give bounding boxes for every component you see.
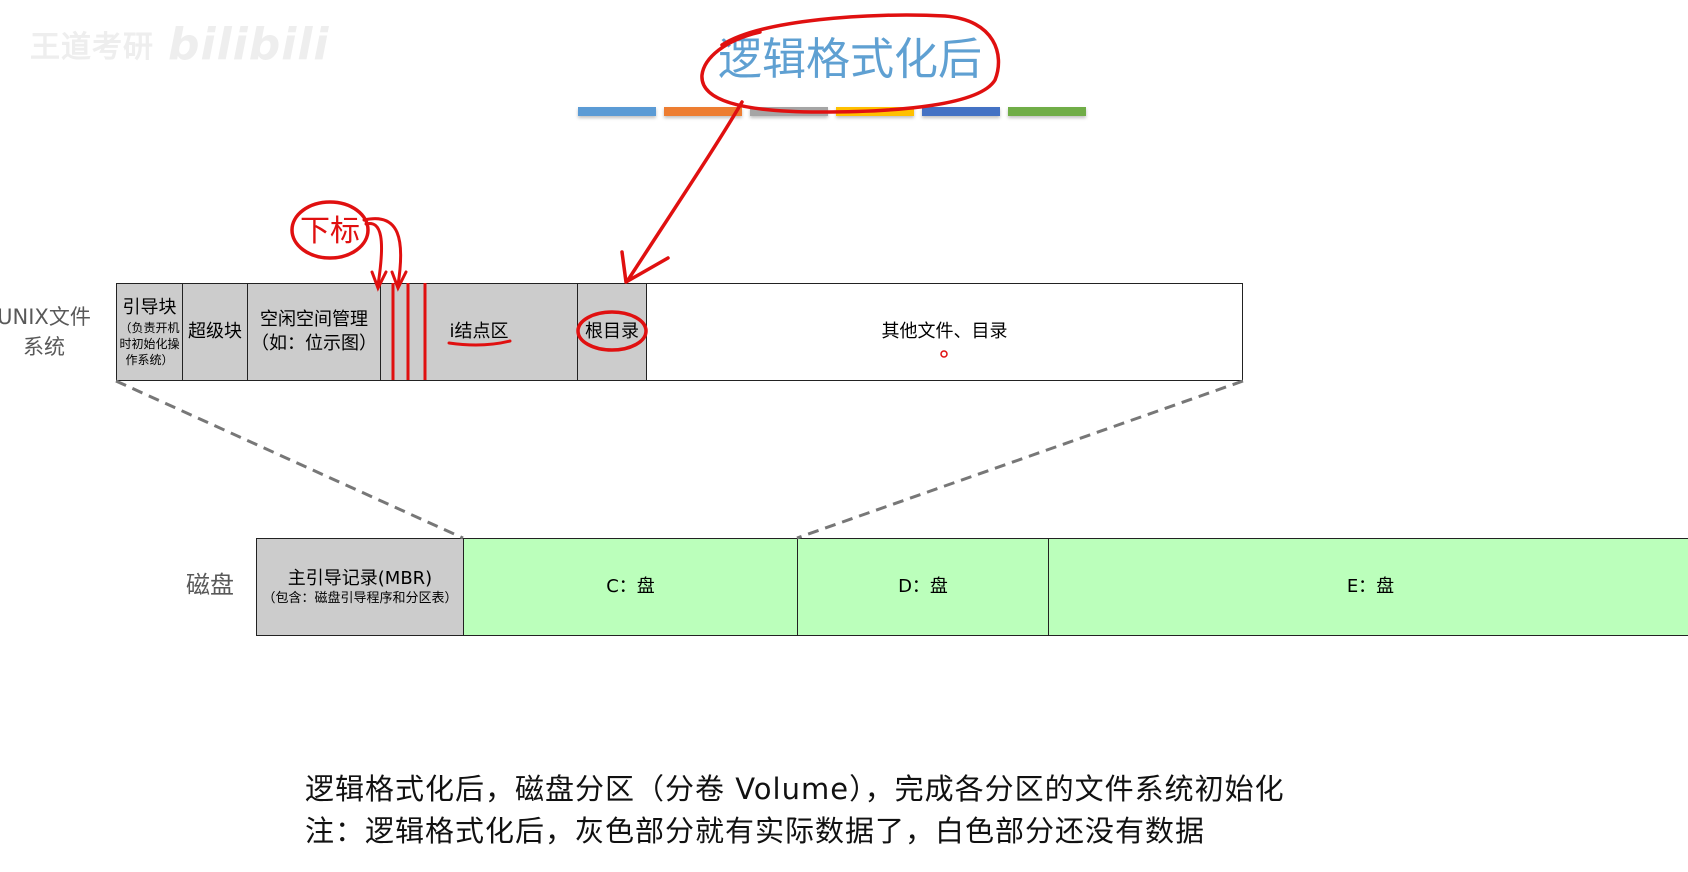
note-line-2: 注：逻辑格式化后，灰色部分就有实际数据了，白色部分还没有数据 (305, 814, 1206, 848)
partition-d-label: D：盘 (898, 576, 948, 597)
free-space-example: （如：位示图） (251, 333, 377, 354)
free-space-management-block: 空闲空间管理 （如：位示图） (247, 283, 381, 381)
boot-block-desc-3: 作系统） (125, 353, 174, 367)
watermark: 王道考研 bilibili (30, 14, 350, 74)
root-directory: 根目录 (577, 283, 647, 381)
boot-block-title: 引导块 (122, 297, 177, 318)
other-files-label: 其他文件、目录 (881, 321, 1008, 342)
partition-c-label: C：盘 (606, 576, 655, 597)
mbr-title: 主引导记录(MBR) (287, 568, 433, 589)
note-arrow-2 (362, 217, 403, 287)
boot-block-desc-2: 时初始化操 (119, 337, 180, 351)
title-arrow-line (626, 100, 744, 282)
mbr-block: 主引导记录(MBR) （包含：磁盘引导程序和分区表） (256, 538, 464, 636)
note-circle (290, 200, 370, 260)
other-files-directories: 其他文件、目录 (646, 283, 1243, 381)
color-bar-segment (1008, 107, 1086, 116)
connector-left (115, 379, 464, 540)
bilibili-logo: bilibili (168, 18, 330, 70)
partition-d: D：盘 (797, 538, 1049, 636)
boot-block-desc-1: （负责开机 (119, 321, 180, 335)
root-directory-label: 根目录 (585, 321, 639, 342)
disk-row-label: 磁盘 (186, 571, 234, 599)
unix-label-line2: 系统 (23, 335, 65, 359)
inode-area-label: i结点区 (449, 321, 509, 342)
color-bar-segment (578, 107, 656, 116)
unix-row-label: UNIX文件 系统 (0, 302, 96, 362)
super-block: 超级块 (182, 283, 248, 381)
connector-right (796, 379, 1244, 540)
free-space-title: 空闲空间管理 (260, 309, 368, 330)
note-line-1: 逻辑格式化后，磁盘分区（分卷 Volume），完成各分区的文件系统初始化 (305, 772, 1285, 806)
watermark-author: 王道考研 (30, 30, 154, 65)
unix-label-line1: UNIX文件 (0, 305, 91, 329)
partition-c: C：盘 (463, 538, 798, 636)
partition-e: E：盘 (1048, 538, 1688, 636)
super-block-label: 超级块 (188, 321, 242, 342)
color-bar-segment (922, 107, 1000, 116)
partition-e-label: E：盘 (1346, 576, 1395, 597)
handwritten-note: 下标 (300, 214, 360, 249)
page-title: 逻辑格式化后 (718, 34, 982, 85)
boot-block: 引导块 （负责开机 时初始化操 作系统） (116, 283, 183, 381)
color-bar-segment (750, 107, 828, 116)
color-bar-segment (836, 107, 914, 116)
note-arrow-1 (364, 222, 384, 287)
color-bar-segment (664, 107, 742, 116)
mbr-desc: （包含：磁盘引导程序和分区表） (262, 591, 458, 606)
title-arrow-head (620, 250, 670, 284)
inode-area: i结点区 (380, 283, 578, 381)
